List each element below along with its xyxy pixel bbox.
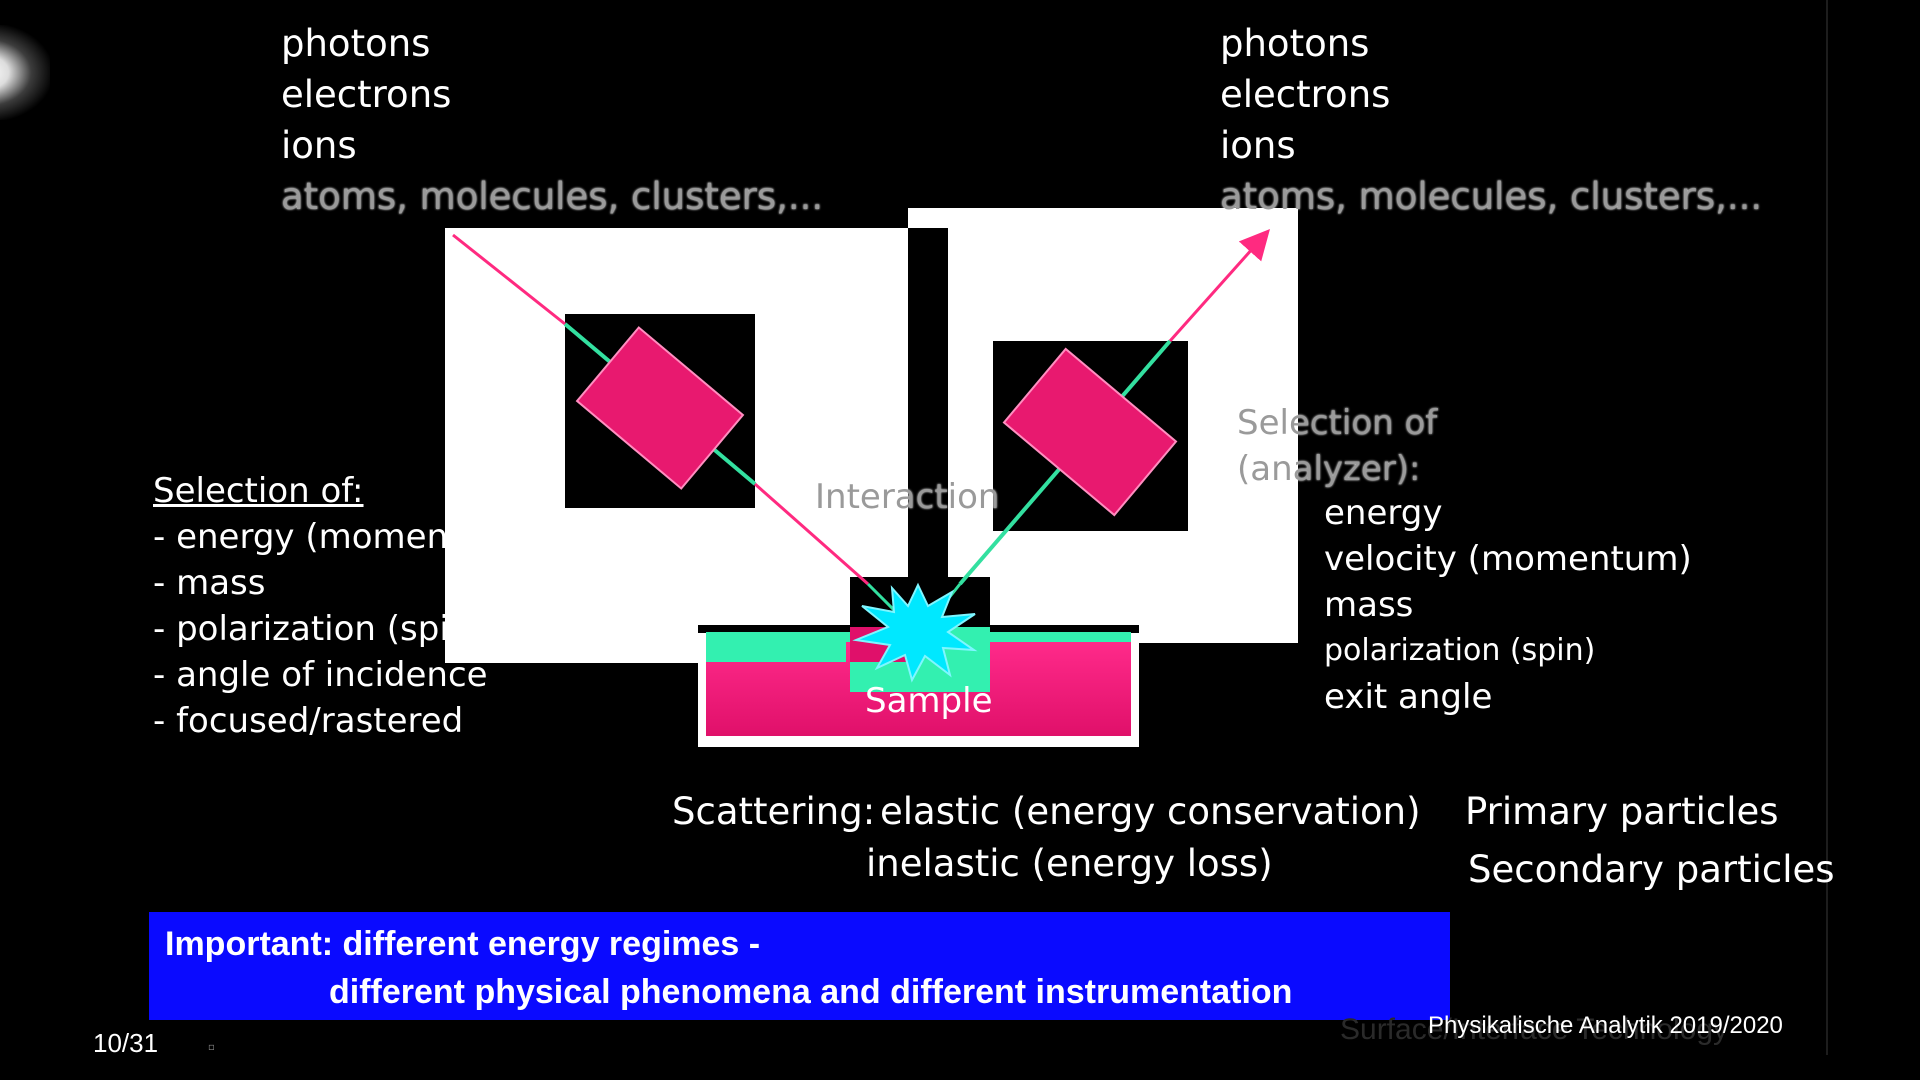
selection-in-item: - angle of incidence	[153, 655, 488, 695]
primary-particles-label: Primary particles	[1465, 790, 1779, 833]
interaction-label: Interaction	[815, 477, 1000, 517]
incoming-filter-rect	[575, 326, 745, 490]
outgoing-item-atoms: atoms, molecules, clusters,...	[1220, 175, 1763, 218]
selection-out-title-line2: (analyzer):	[1237, 449, 1421, 489]
sample-surface-layer-left	[706, 632, 846, 662]
light-glow-decoration	[0, 25, 50, 120]
incoming-item-electrons: electrons	[281, 73, 452, 116]
selection-in-item: - energy (momentum, time,...)	[153, 517, 672, 557]
selection-out-item: mass	[1324, 585, 1414, 625]
scattering-inelastic: inelastic (energy loss)	[866, 842, 1273, 885]
selection-out-item: exit angle	[1324, 677, 1493, 717]
scattering-label: Scattering:	[672, 790, 876, 833]
sample-label: Sample	[865, 681, 993, 721]
footer-ghost-text: Surface/Interface Technology	[1340, 1013, 1729, 1046]
outgoing-particles-list: photons electrons ions atoms, molecules,…	[1220, 18, 1762, 222]
interaction-star-icon	[852, 582, 978, 683]
scattering-elastic: elastic (energy conservation)	[880, 790, 1421, 833]
footer-course-title: Physikalische Analytik 2019/2020	[1428, 1012, 1783, 1039]
incoming-particles-list: photons electrons ions atoms, molecules,…	[281, 18, 823, 222]
selection-in-list: - energy (momentum, time,...) - mass - p…	[153, 514, 671, 744]
slide-edge-rule	[1826, 0, 1828, 1055]
important-banner: Important: different energy regimes - di…	[149, 912, 1450, 1020]
selection-in-block: Selection of: - energy (momentum, time,.…	[153, 468, 671, 744]
selection-out-item: energy	[1324, 493, 1443, 533]
incoming-item-photons: photons	[281, 22, 431, 65]
selection-in-item: - focused/rastered	[153, 701, 464, 741]
selection-in-item: - polarization (spin)	[153, 609, 484, 649]
selection-in-item: - mass	[153, 563, 266, 603]
panel-divider	[908, 228, 948, 578]
outgoing-item-photons: photons	[1220, 22, 1370, 65]
incoming-item-ions: ions	[281, 124, 357, 167]
important-line2: different physical phenomena and differe…	[329, 973, 1293, 1011]
footer-marker-icon: ▫	[208, 1042, 215, 1053]
selection-out-title-line1: Selection of	[1237, 403, 1438, 443]
important-line1: Important: different energy regimes -	[165, 925, 761, 963]
selection-out-item: velocity (momentum)	[1324, 539, 1692, 579]
incoming-beam-line	[452, 233, 566, 326]
outgoing-item-ions: ions	[1220, 124, 1296, 167]
outgoing-item-electrons: electrons	[1220, 73, 1391, 116]
incoming-beam-to-sample-line	[754, 482, 869, 586]
incoming-item-atoms: atoms, molecules, clusters,...	[281, 175, 824, 218]
secondary-particles-label: Secondary particles	[1468, 848, 1835, 891]
selection-out-list: energy velocity (momentum) mass polariza…	[1324, 490, 1692, 720]
selection-in-title: Selection of:	[153, 471, 364, 511]
outgoing-filter-rect	[1002, 347, 1178, 517]
page-number: 10/31	[93, 1028, 159, 1058]
outgoing-beam-arrow-line	[1168, 229, 1270, 342]
selection-out-item: polarization (spin)	[1324, 633, 1596, 668]
